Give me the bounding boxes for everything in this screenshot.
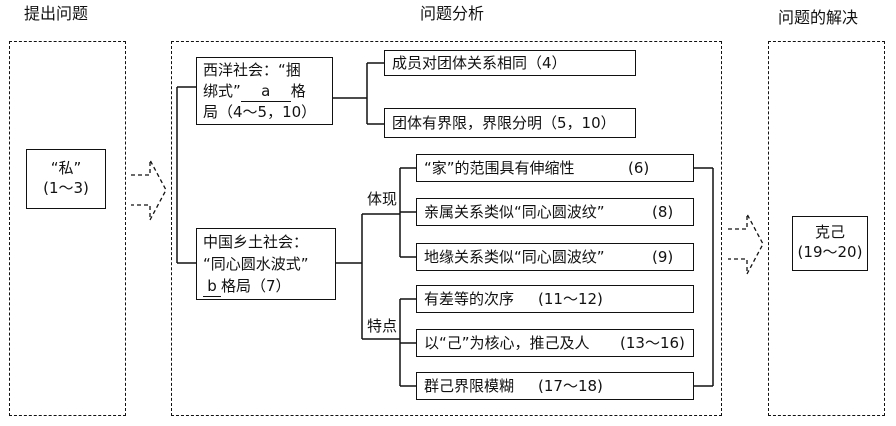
tixian-item-1	[416, 154, 694, 182]
tedian-item-2	[416, 329, 694, 357]
region-solution	[768, 41, 885, 416]
tixian-item-3-num: (9)	[652, 248, 674, 266]
tedian-item-3-text: 群己界限模糊	[424, 377, 515, 395]
tixian-item-3-text: 地缘关系类似“同心圆波纹”	[424, 248, 605, 266]
tixian-item-1-text: “家”的范围具有伸缩性	[424, 159, 575, 177]
western-item-1-text: 成员对团体关系相同（4）	[392, 54, 567, 72]
chinese-blank-b: b	[203, 276, 221, 297]
tedian-item-3-num: (17～18)	[538, 377, 603, 395]
tixian-item-1-num: (6)	[628, 159, 650, 177]
box-si-ref: (1～3)	[43, 179, 89, 197]
header-solution: 问题的解决	[778, 8, 859, 27]
box-si-label: “私”	[50, 159, 82, 177]
box-keji-ref: (19～20)	[797, 243, 863, 261]
header-raise-question: 提出问题	[24, 4, 89, 23]
tedian-item-2-num: (13～16)	[620, 334, 685, 352]
western-line3: 局（4～5，10）	[203, 103, 317, 121]
chinese-line3-post: 格局（7）	[221, 277, 291, 295]
label-tedian: 特点	[367, 317, 398, 335]
western-line2-pre: 绑式”	[203, 82, 241, 100]
tedian-item-1-num: (11～12)	[538, 290, 603, 308]
tedian-item-3	[416, 372, 694, 400]
tixian-item-2-text: 亲属关系类似“同心圆波纹”	[424, 203, 605, 221]
box-si: “私” (1～3)	[26, 149, 106, 209]
box-western-society	[196, 57, 333, 125]
tixian-item-3	[416, 243, 694, 271]
chinese-line1: 中国乡土社会：	[203, 233, 309, 251]
chinese-line2: “同心圆水波式”	[203, 255, 309, 273]
western-line2-post: 格	[290, 82, 306, 100]
header-analysis: 问题分析	[420, 4, 485, 23]
western-blank-a: a	[240, 81, 291, 102]
region-question	[9, 41, 126, 416]
box-keji-label: 克己	[814, 223, 845, 241]
tedian-item-1	[416, 285, 694, 313]
western-item-2	[384, 108, 636, 138]
western-item-1	[384, 50, 636, 76]
tedian-item-1-text: 有差等的次序	[424, 290, 515, 308]
box-chinese-society	[196, 228, 336, 300]
label-tixian: 体现	[367, 190, 398, 208]
western-item-2-text: 团体有界限，界限分明（5，10）	[392, 114, 616, 132]
region-analysis	[171, 41, 722, 416]
box-keji: 克己 (19～20)	[792, 216, 868, 271]
tixian-item-2-num: (8)	[652, 203, 674, 221]
tedian-item-2-text: 以“己”为核心，推己及人	[424, 334, 590, 352]
western-line1: 西洋社会：“捆	[203, 61, 301, 79]
tixian-item-2	[416, 198, 694, 226]
